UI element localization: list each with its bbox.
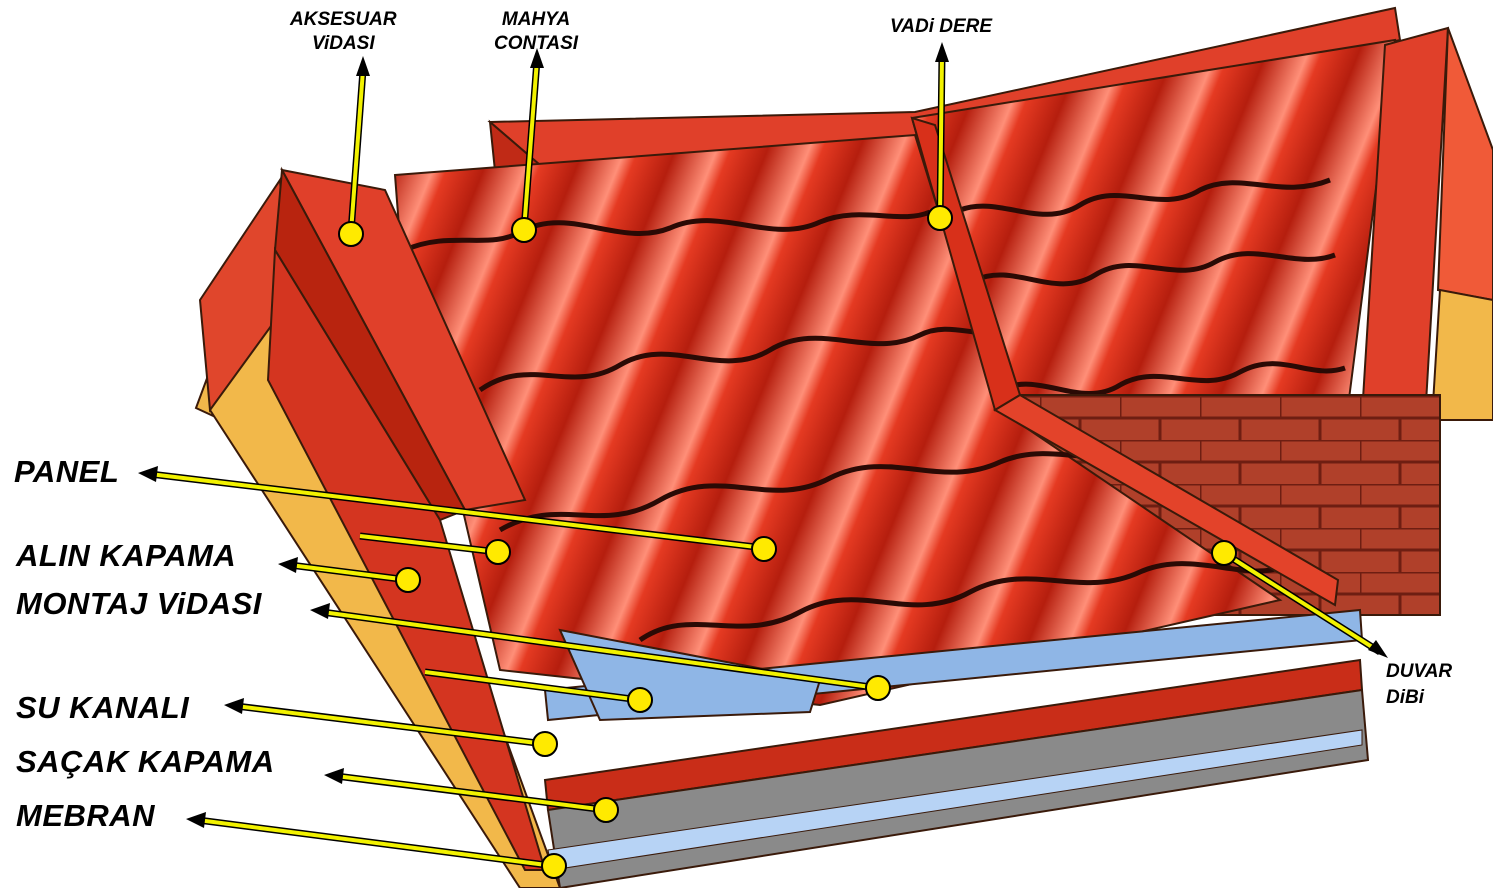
label-mahya-line1: MAHYA [501,9,571,30]
label-mahya-contasi: MAHYA CONTASI [494,8,578,56]
label-sacak-kapama: SAÇAK KAPAMA [16,744,275,779]
label-mebran: MEBRAN [16,798,156,833]
label-duvar-line1: DUVAR [1386,661,1453,682]
label-aksesuar-line1: AKSESUAR [290,9,397,30]
right-roof-plane [910,38,1397,432]
label-mahya-line2: CONTASI [494,33,579,54]
label-su-kanali: SU KANALI [16,690,190,725]
label-alin-kapama: ALIN KAPAMA [16,538,237,573]
leader-lines-yellow [149,54,1382,868]
label-aksesuar-vidasi: AKSESUAR ViDASI [290,8,397,56]
leader-arrow-icon [138,42,1388,828]
label-montaj-vidasi: MONTAJ ViDASI [16,586,262,621]
wall-flashing [993,393,1340,607]
label-duvar-line2: DiBi [1386,687,1424,708]
right-gable-trim [1360,26,1493,422]
label-panel: PANEL [14,454,120,489]
label-duvar-dibi: DUVAR DiBi [1386,659,1452,711]
label-vadi-dere: VADi DERE [890,16,993,37]
eave-gutter [543,608,1370,888]
verge-trim [266,166,547,871]
marker-dot-icon [338,205,1237,879]
label-aksesuar-line2: ViDASI [311,33,375,54]
